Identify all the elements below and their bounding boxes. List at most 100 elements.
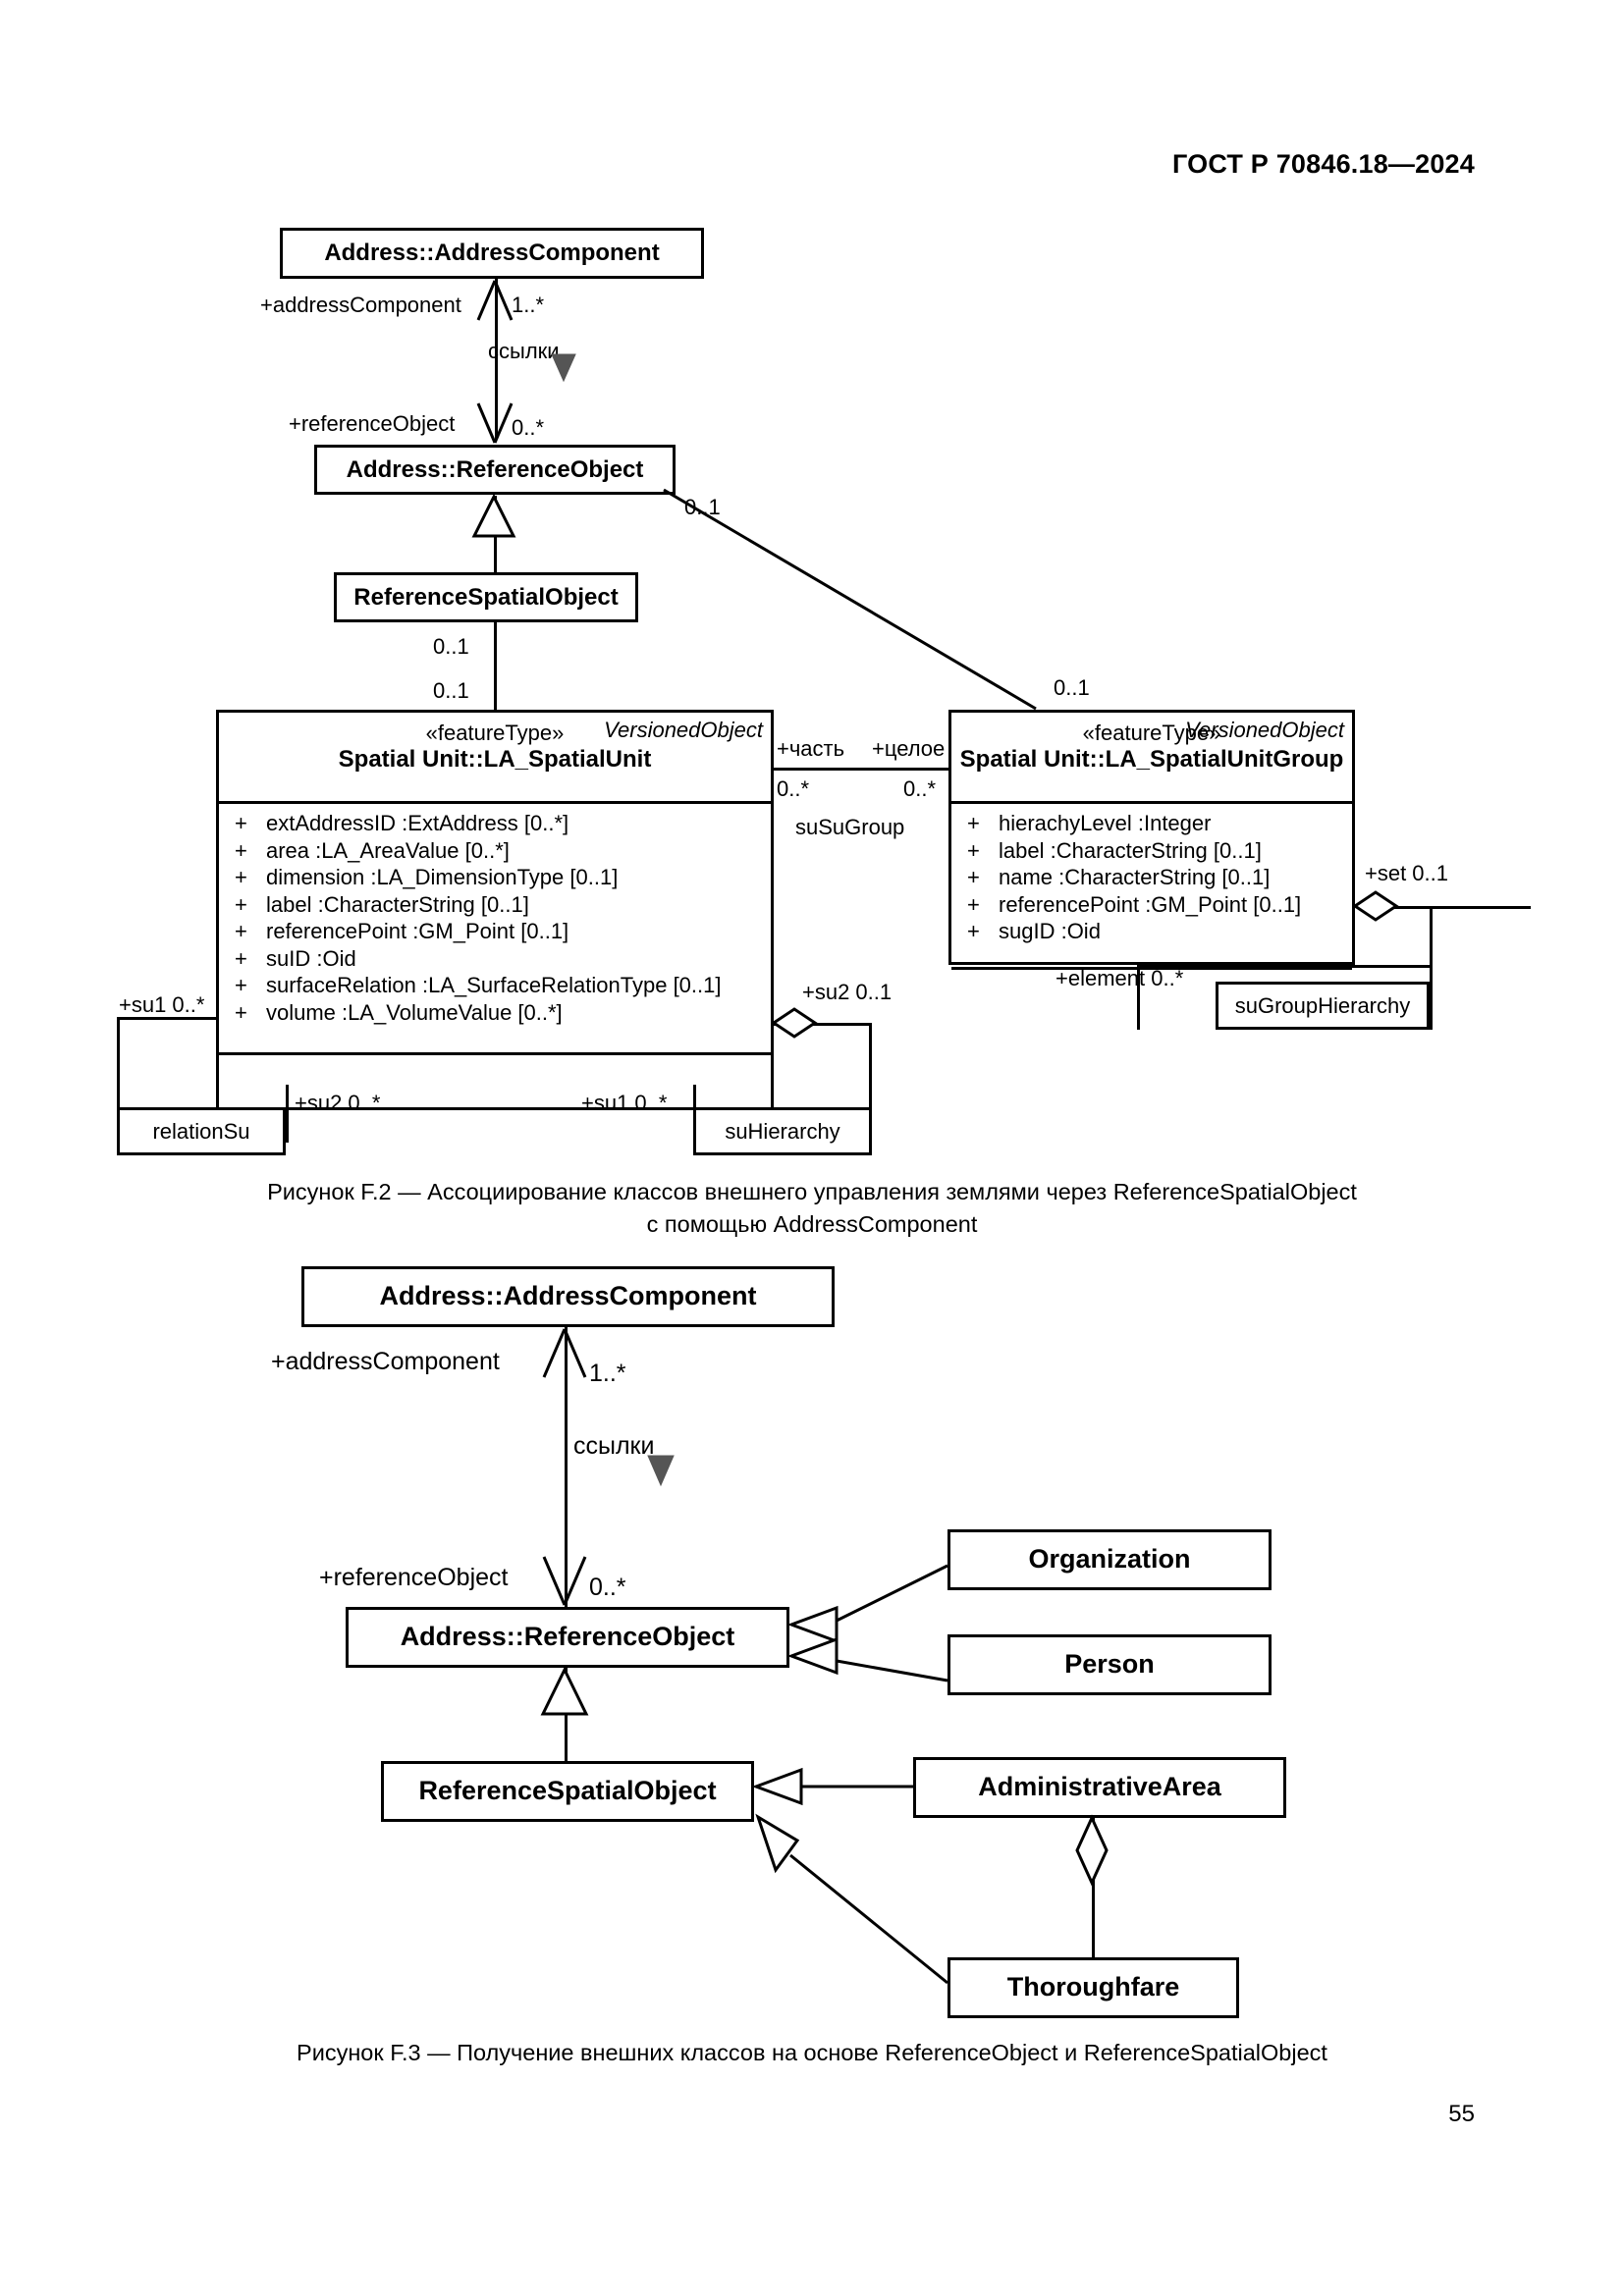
direction-triangle-f3 bbox=[647, 1455, 675, 1487]
attribute-text: label :CharacterString [0..1] bbox=[999, 837, 1262, 863]
class-name-label: Person bbox=[1064, 1649, 1155, 1680]
attribute-text: surfaceRelation :LA_SurfaceRelationType … bbox=[266, 973, 722, 997]
label-su2-right: +su2 0..1 bbox=[802, 980, 893, 1004]
class-box-thoroughfare[interactable]: Thoroughfare bbox=[947, 1957, 1239, 2018]
visibility-marker: + bbox=[235, 891, 247, 917]
class-box-spatial-unit-group[interactable]: VersionedObject «featureType» Spatial Un… bbox=[948, 710, 1355, 970]
generalization-line-ro-rso-f2 bbox=[494, 496, 497, 572]
generalization-arrow-organization bbox=[786, 1605, 839, 1644]
label-address-component-role-f2: +addressComponent bbox=[260, 293, 461, 317]
visibility-marker: + bbox=[967, 837, 980, 863]
label-group-end-mult-f2: 0..1 bbox=[1054, 675, 1090, 700]
attribute-row: +label :CharacterString [0..1] bbox=[219, 891, 771, 919]
attribute-row: +referencePoint :GM_Point [0..1] bbox=[951, 891, 1352, 919]
attribute-list-spatial-unit-group: +hierachyLevel :Integer +label :Characte… bbox=[951, 804, 1352, 970]
page-number: 55 bbox=[1448, 2101, 1475, 2127]
label-reference-object-role-f2: +referenceObject bbox=[289, 411, 456, 436]
attribute-text: name :CharacterString [0..1] bbox=[999, 865, 1271, 889]
label-su-su-group: suSuGroup bbox=[795, 815, 905, 839]
aggregation-line-set bbox=[1389, 906, 1531, 909]
class-box-address-component-f3[interactable]: Address::AddressComponent bbox=[301, 1266, 835, 1327]
attribute-row: +sugID :Oid bbox=[951, 918, 1352, 945]
visibility-marker: + bbox=[235, 811, 247, 835]
attribute-list-spatial-unit: +extAddressID :ExtAddress [0..*] +area :… bbox=[219, 804, 771, 1055]
caption-line-2: с помощью AddressComponent bbox=[646, 1211, 978, 1237]
arrowhead-open-ac-f3 bbox=[542, 1328, 567, 1378]
class-name-label: AdministrativeArea bbox=[978, 1772, 1221, 1802]
attribute-text: dimension :LA_DimensionType [0..1] bbox=[266, 865, 619, 889]
attribute-row: +extAddressID :ExtAddress [0..*] bbox=[219, 810, 771, 837]
class-box-administrative-area[interactable]: AdministrativeArea bbox=[913, 1757, 1286, 1818]
class-box-reference-object-f2[interactable]: Address::ReferenceObject bbox=[314, 445, 676, 495]
class-name-label: ReferenceSpatialObject bbox=[353, 583, 619, 611]
association-class-su-hierarchy[interactable]: suHierarchy bbox=[693, 1107, 872, 1155]
generalization-arrow-person bbox=[786, 1636, 839, 1676]
attribute-text: hierachyLevel :Integer bbox=[999, 811, 1212, 835]
document-header: ГОСТ Р 70846.18—2024 bbox=[1172, 149, 1475, 179]
class-name-label: ReferenceSpatialObject bbox=[418, 1776, 717, 1806]
association-line-ac-ro bbox=[495, 279, 498, 439]
attribute-row: +name :CharacterString [0..1] bbox=[951, 864, 1352, 891]
label-reference-object-role-f3: +referenceObject bbox=[319, 1564, 509, 1591]
label-part-role: +часть bbox=[777, 736, 845, 761]
attribute-row: +hierachyLevel :Integer bbox=[951, 810, 1352, 837]
generalization-line-person bbox=[836, 1659, 948, 1682]
class-name-label: Address::AddressComponent bbox=[379, 1281, 757, 1311]
class-name-label: Spatial Unit::LA_SpatialUnit bbox=[338, 746, 652, 773]
aggregation-line-element-down bbox=[1137, 965, 1140, 1030]
aggregation-line-element bbox=[1137, 965, 1432, 968]
class-box-reference-spatial-object-f3[interactable]: ReferenceSpatialObject bbox=[381, 1761, 754, 1822]
class-box-address-component-f2[interactable]: Address::AddressComponent bbox=[280, 228, 704, 279]
label-address-component-role-f3: +addressComponent bbox=[271, 1348, 500, 1375]
association-class-relation-su[interactable]: relationSu bbox=[117, 1107, 286, 1155]
aggregation-line-su2-down bbox=[869, 1023, 872, 1143]
class-box-organization[interactable]: Organization bbox=[947, 1529, 1272, 1590]
attribute-row: +area :LA_AreaValue [0..*] bbox=[219, 837, 771, 865]
association-line-ac-ro-f3 bbox=[565, 1327, 568, 1622]
figure-f3-caption: Рисунок F.3 — Получение внешних классов … bbox=[0, 2037, 1624, 2069]
label-link-verb-f3: ссылки bbox=[573, 1432, 655, 1460]
visibility-marker: + bbox=[967, 919, 980, 943]
aggregation-line-aa-thoroughfare bbox=[1092, 1818, 1095, 1957]
class-name-label: Spatial Unit::LA_SpatialUnitGroup bbox=[959, 746, 1344, 773]
figure-f2-caption: Рисунок F.2 — Ассоциирование классов вне… bbox=[0, 1176, 1624, 1241]
class-box-spatial-unit[interactable]: VersionedObject «featureType» Spatial Un… bbox=[216, 710, 774, 1110]
visibility-marker: + bbox=[235, 999, 247, 1025]
stereotype-label: «featureType» bbox=[1082, 721, 1221, 745]
label-address-component-mult-f3: 1..* bbox=[589, 1360, 626, 1387]
label-rso-group-mult-f2: 0..1 bbox=[684, 495, 721, 519]
class-box-person[interactable]: Person bbox=[947, 1634, 1272, 1695]
attribute-row: + label :CharacterString [0..1] bbox=[951, 837, 1352, 865]
association-class-su-group-hierarchy[interactable]: suGroupHierarchy bbox=[1216, 982, 1430, 1030]
aggregation-line-su2 bbox=[774, 1023, 872, 1026]
aggregation-line-set-down bbox=[1430, 906, 1433, 1030]
class-box-reference-object-f3[interactable]: Address::ReferenceObject bbox=[346, 1607, 789, 1668]
label-element-role: +element 0..* bbox=[1056, 966, 1184, 990]
visibility-marker: + bbox=[235, 837, 247, 863]
class-box-reference-spatial-object-f2[interactable]: ReferenceSpatialObject bbox=[334, 572, 638, 622]
class-name-label: Thoroughfare bbox=[1006, 1972, 1180, 2002]
label-su-upper-mult-f2: 0..1 bbox=[433, 678, 469, 703]
relation-line-su1-down bbox=[117, 1017, 120, 1143]
generalization-line-ro-rso-f3 bbox=[565, 1668, 568, 1761]
label-set-role: +set 0..1 bbox=[1365, 861, 1449, 885]
generalization-line-organization bbox=[836, 1564, 948, 1623]
association-class-label: suHierarchy bbox=[725, 1118, 840, 1144]
label-su1-bottom: +su1 0..* bbox=[581, 1091, 668, 1115]
association-line-rso-su-f2 bbox=[494, 622, 497, 711]
arrowhead-open-ro-f3-b bbox=[563, 1556, 587, 1606]
attribute-text: referencePoint :GM_Point [0..1] bbox=[266, 919, 569, 943]
arrowhead-open-ac-f2 bbox=[476, 280, 497, 321]
association-class-label: suGroupHierarchy bbox=[1234, 992, 1411, 1018]
generalization-line-thoroughfare bbox=[789, 1853, 948, 1985]
class-name-label: Address::AddressComponent bbox=[324, 240, 660, 267]
association-line-su-sug bbox=[774, 768, 948, 771]
visibility-marker: + bbox=[235, 945, 247, 971]
generalization-arrow-administrative-area bbox=[751, 1767, 803, 1806]
arrowhead-open-ac-f3-b bbox=[563, 1328, 587, 1378]
class-header-spatial-unit: VersionedObject «featureType» Spatial Un… bbox=[219, 713, 771, 804]
class-name-label: Organization bbox=[1028, 1544, 1191, 1575]
class-name-label: Address::ReferenceObject bbox=[400, 1622, 735, 1652]
versioned-object-label: VersionedObject bbox=[604, 718, 763, 742]
